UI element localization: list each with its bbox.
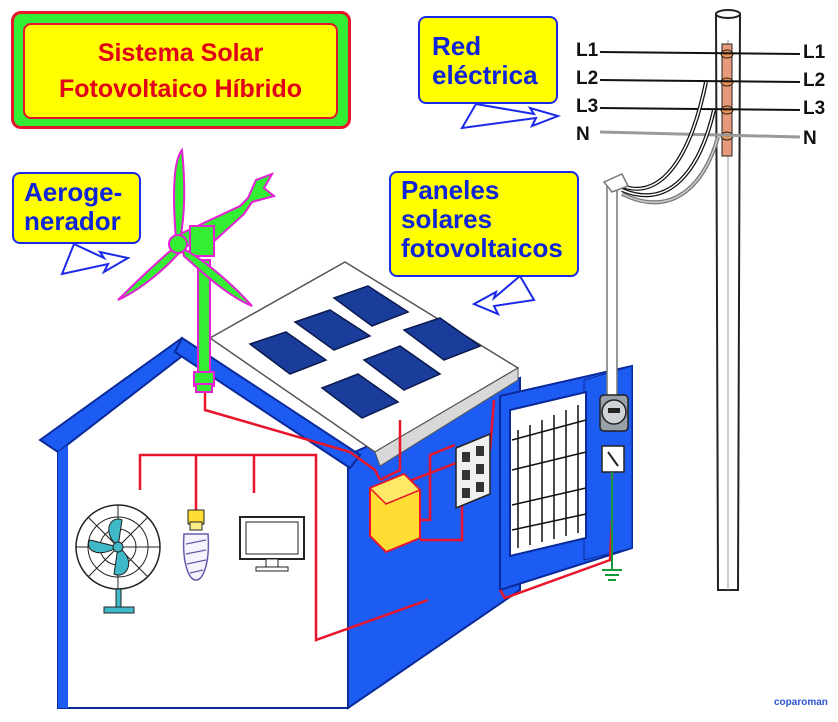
callout-red-line-1: Red	[432, 31, 482, 61]
callout-panel-line-3: fotovoltaicos	[401, 233, 563, 263]
callout-red-electrica: Red eléctrica	[418, 16, 558, 104]
light-bulb	[182, 509, 210, 581]
grid-label-right-l3: L3	[803, 98, 826, 119]
callout-paneles: Paneles solares fotovoltaicos	[389, 171, 579, 277]
title-line-2: Fotovoltaico Híbrido	[58, 75, 303, 103]
energy-meter	[599, 394, 629, 432]
grid-label-right-l2: L2	[803, 70, 826, 91]
roof	[208, 261, 520, 467]
disconnect-switch	[601, 445, 625, 473]
callout-panel-line-1: Paneles	[401, 175, 500, 205]
grid-label-left-n: N	[576, 124, 590, 145]
grid-label-left-l2: L2	[576, 68, 599, 89]
callout-aerogenerador: Aeroge- nerador	[12, 172, 141, 244]
wind-turbine	[117, 147, 277, 393]
callout-arrows	[60, 102, 562, 316]
grid-label-right-l1: L1	[803, 42, 826, 63]
callout-red-line-2: eléctrica	[432, 60, 538, 90]
inverter-box	[368, 472, 422, 554]
title-line-1: Sistema Solar	[97, 39, 264, 67]
ground-symbol	[602, 472, 622, 581]
tv-monitor	[239, 516, 305, 572]
author-credit: coparoman	[774, 697, 828, 708]
fence	[511, 405, 587, 548]
solar-panels	[248, 285, 482, 419]
callout-panel-line-2: solares	[401, 204, 493, 234]
callout-wind-line-1: Aeroge-	[24, 177, 123, 207]
utility-pole	[714, 9, 742, 591]
grid-label-left-l3: L3	[576, 96, 599, 117]
grid-label-right-n: N	[803, 128, 817, 149]
grid-wires	[599, 51, 801, 205]
title-box: Sistema Solar Fotovoltaico Híbrido	[23, 23, 338, 119]
grid-label-left-l1: L1	[576, 40, 599, 61]
callout-wind-line-2: nerador	[24, 206, 121, 236]
breaker-panel	[455, 432, 491, 510]
fan	[75, 504, 161, 614]
